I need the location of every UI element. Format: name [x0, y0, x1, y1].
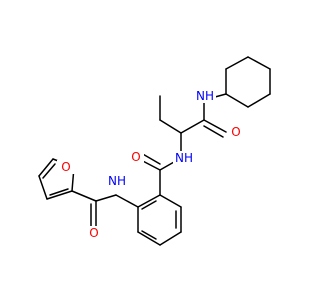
- furan-amide-oxygen-label: O: [89, 226, 98, 240]
- bond: [203, 119, 227, 133]
- bond: [71, 190, 97, 202]
- bond: [159, 231, 182, 246]
- bond: [38, 158, 54, 177]
- bond: [247, 56, 271, 70]
- benzamide-oxygen-label: O: [131, 150, 140, 164]
- bond: [141, 200, 157, 210]
- bond: [247, 93, 271, 108]
- bond: [225, 56, 249, 70]
- bond: [42, 163, 56, 179]
- bond-layer: [38, 56, 271, 246]
- bond: [46, 190, 73, 200]
- structure-diagram: O NH O O NH O NH: [38, 56, 271, 246]
- bond: [38, 175, 48, 200]
- benzamide-nh-label: NH: [175, 151, 193, 165]
- furan-oxygen-label: O: [61, 160, 70, 174]
- cyclohexyl-nh-label: NH: [196, 89, 214, 103]
- bond: [137, 231, 161, 246]
- bond: [140, 152, 161, 165]
- bond: [203, 125, 224, 138]
- bond: [137, 194, 161, 208]
- bond: [115, 194, 139, 208]
- bond: [49, 188, 69, 196]
- amide-nh-label: NH: [108, 174, 126, 188]
- bond: [159, 119, 182, 134]
- bond: [225, 93, 249, 108]
- bond: [180, 119, 205, 134]
- bond: [95, 194, 117, 202]
- bond: [159, 194, 182, 208]
- atom-label-layer: O NH O O NH O NH: [57, 89, 244, 240]
- bond: [141, 230, 157, 240]
- cyclohexyl-amide-oxygen-label: O: [231, 125, 240, 139]
